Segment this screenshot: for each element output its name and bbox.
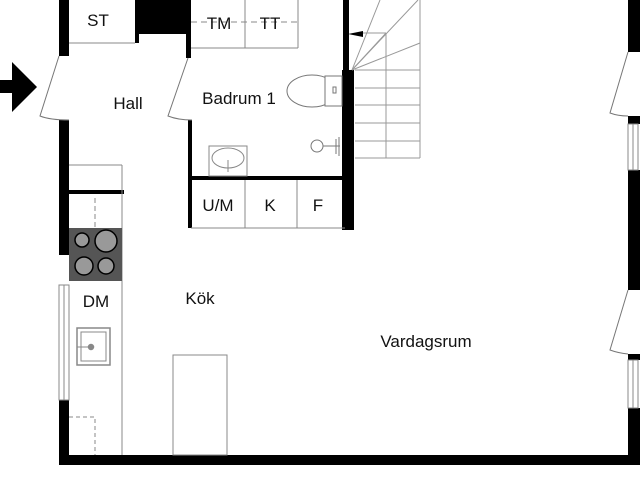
- doors: [39, 51, 629, 355]
- bathroom-sink-icon: [208, 145, 248, 177]
- room-label-vardagsrum: Vardagsrum: [380, 332, 472, 351]
- room-label-badrum: Badrum 1: [202, 89, 276, 108]
- room-label-f: F: [312, 196, 324, 215]
- room-lines: [58, 0, 639, 456]
- entrance-arrow-icon: [0, 62, 37, 112]
- room-label-tm: TM: [206, 14, 232, 33]
- walls: [59, 0, 640, 465]
- room-label-um: U/M: [202, 196, 234, 215]
- stove-icon: [69, 228, 122, 281]
- room-label-hall: Hall: [113, 94, 143, 113]
- room-label-kok: Kök: [185, 289, 215, 308]
- kitchen-sink-icon: [76, 327, 111, 366]
- staircase-icon: [351, 0, 421, 159]
- room-label-tt: TT: [259, 14, 281, 33]
- room-label-k: K: [264, 196, 276, 215]
- stair-direction-arrow-icon: [348, 31, 363, 37]
- shower-icon: [310, 137, 340, 156]
- room-label-st: ST: [87, 11, 109, 30]
- room-label-dm: DM: [82, 292, 110, 311]
- toilet-icon: [286, 74, 343, 108]
